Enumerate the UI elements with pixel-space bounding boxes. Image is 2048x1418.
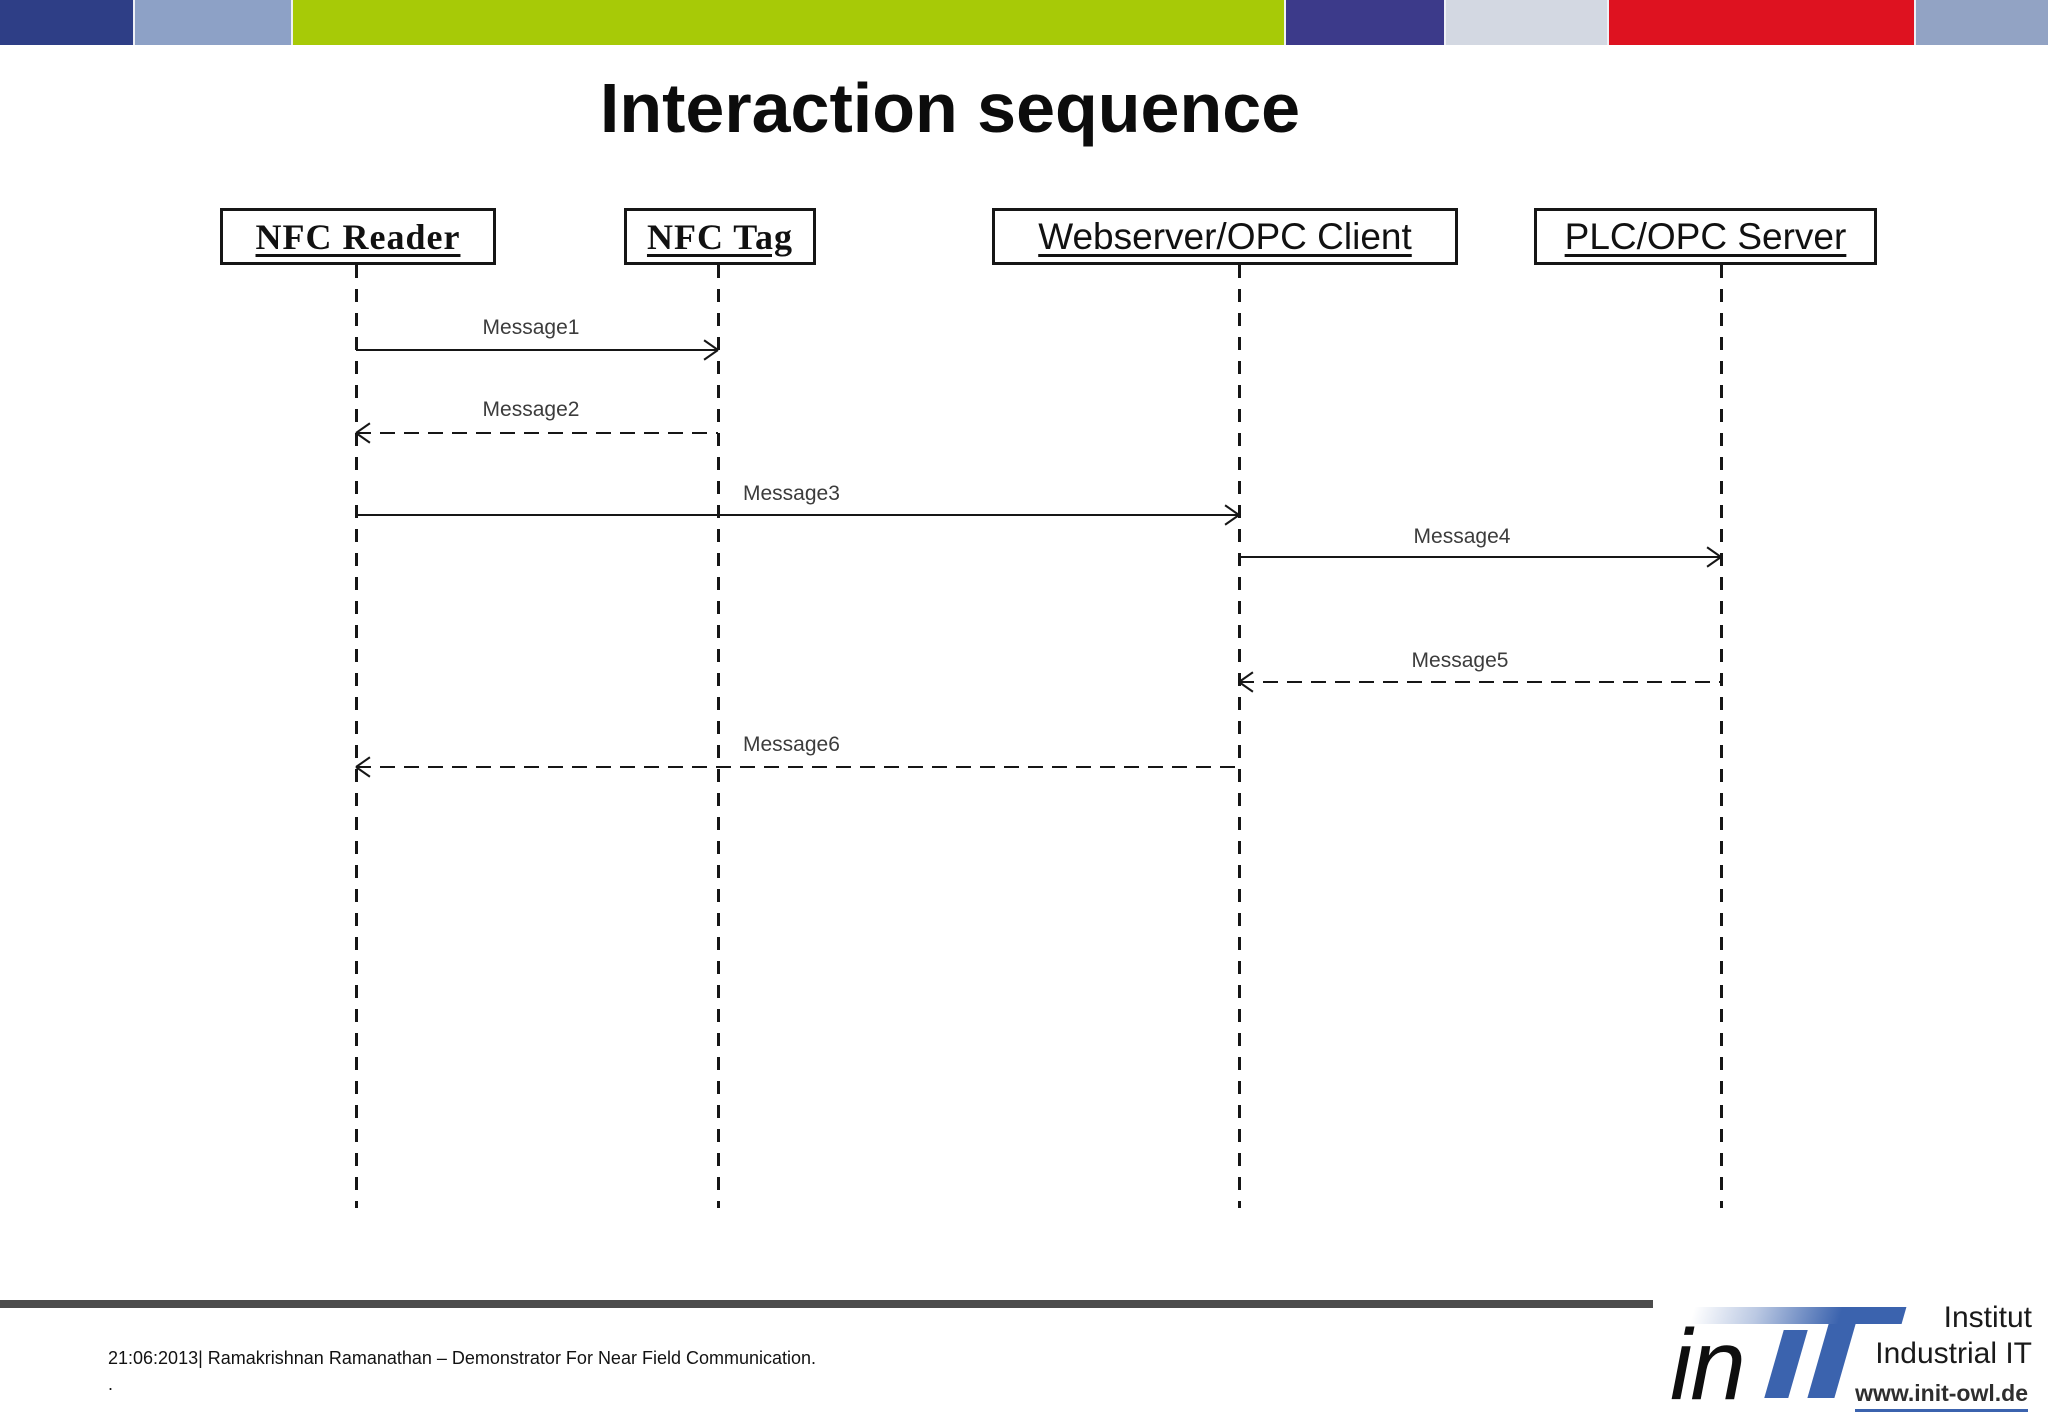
top-bar-segment	[1286, 0, 1444, 45]
message-arrow-1	[356, 349, 718, 351]
footer-dot: .	[108, 1374, 114, 1394]
top-bar-segment	[1916, 0, 2048, 45]
logo-industrial-it-text: Industrial IT	[1875, 1337, 2032, 1370]
footer-credit-text: 21:06:2013| Ramakrishnan Ramanathan – De…	[108, 1348, 817, 1368]
logo-institut-text: Institut	[1943, 1301, 2032, 1334]
logo-letter-t-stem	[1807, 1324, 1856, 1398]
lifeline-nfc-reader	[355, 265, 358, 1208]
actor-box-webserver-opc-client: Webserver/OPC Client	[992, 208, 1458, 265]
actor-label: PLC/OPC Server	[1564, 215, 1847, 257]
message-label: Message4	[1413, 525, 1511, 548]
top-bar-segment	[293, 0, 1284, 45]
init-logo: in Institut Industrial IT www.init-owl.d…	[1650, 1295, 2034, 1415]
top-color-bar	[0, 0, 2048, 45]
logo-letter-i	[1764, 1330, 1808, 1398]
actor-label: NFC Reader	[255, 216, 461, 257]
message-arrow-2	[356, 432, 718, 434]
message-label: Message6	[743, 733, 840, 756]
lifeline-webserver-opc-client	[1238, 265, 1241, 1208]
actor-label: Webserver/OPC Client	[1038, 215, 1412, 257]
lifeline-plc-opc-server	[1720, 265, 1723, 1208]
footer-divider	[0, 1300, 1653, 1308]
message-arrow-3	[356, 514, 1239, 516]
message-arrow-6	[356, 766, 1239, 768]
message-label: Message3	[743, 482, 840, 505]
top-bar-segment	[0, 0, 133, 45]
top-bar-segment	[1609, 0, 1914, 45]
actor-box-plc-opc-server: PLC/OPC Server	[1534, 208, 1877, 265]
actor-box-nfc-reader: NFC Reader	[220, 208, 496, 265]
message-arrow-4	[1239, 556, 1721, 558]
message-label: Message2	[482, 398, 580, 421]
message-label: Message1	[482, 316, 580, 339]
actor-box-nfc-tag: NFC Tag	[624, 208, 816, 265]
page-title: Interaction sequence	[599, 69, 1301, 147]
lifeline-nfc-tag	[717, 265, 720, 1208]
actor-label: NFC Tag	[646, 216, 794, 257]
logo-in-text: in	[1670, 1309, 1746, 1418]
logo-website-url: www.init-owl.de	[1855, 1380, 2028, 1412]
top-bar-segment	[135, 0, 291, 45]
message-label: Message5	[1411, 649, 1509, 672]
message-arrow-5	[1239, 681, 1721, 683]
top-bar-segment	[1446, 0, 1607, 45]
